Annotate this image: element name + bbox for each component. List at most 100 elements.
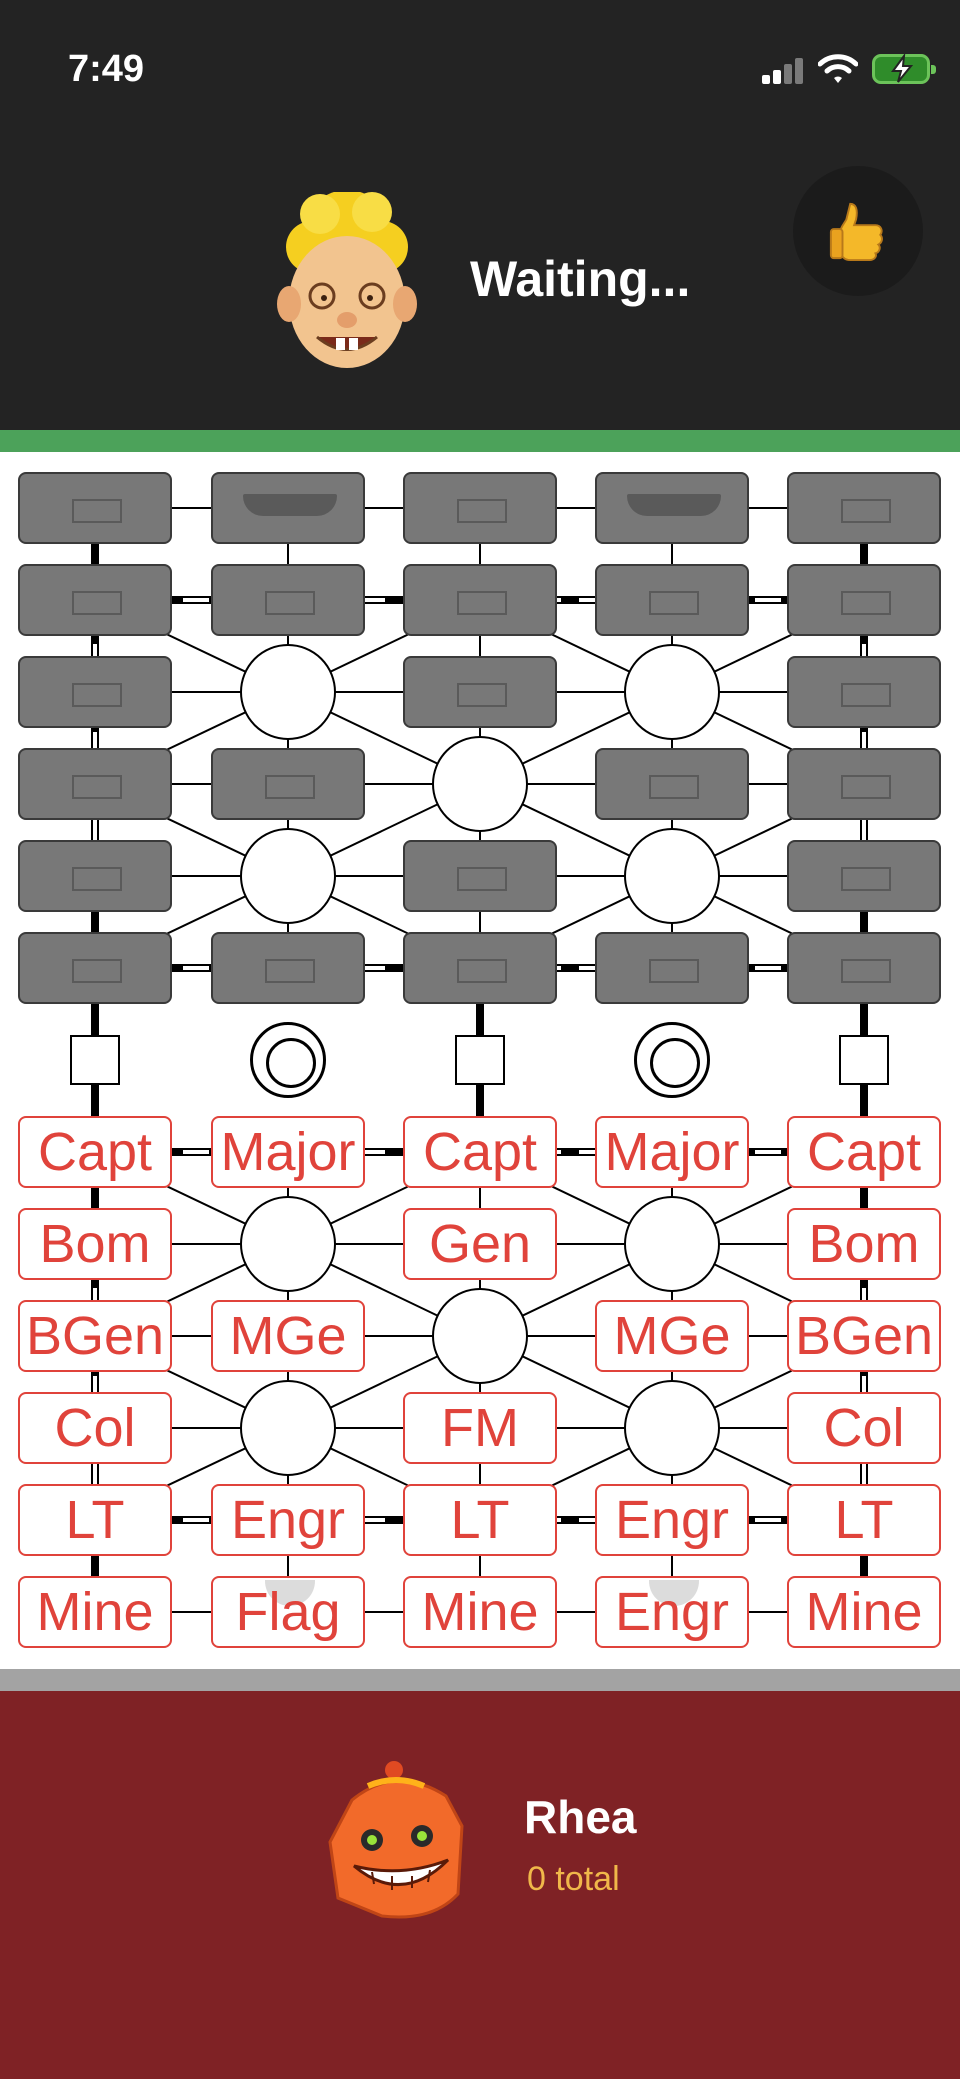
player-piece-rank: Mine (36, 1582, 154, 1642)
enemy-hidden-piece (18, 840, 172, 912)
player-piece[interactable]: MGe (211, 1300, 365, 1372)
camp-cell[interactable] (240, 1196, 336, 1292)
player-piece[interactable]: Major (595, 1116, 749, 1188)
player-piece-rank: Major (604, 1122, 740, 1182)
railway-station-cell (70, 1035, 120, 1085)
player-piece-rank: Col (54, 1398, 136, 1458)
player-piece[interactable]: Major (211, 1116, 365, 1188)
player-piece[interactable]: Gen (403, 1208, 557, 1280)
player-piece-rank: MGe (613, 1306, 731, 1366)
opponent-avatar (277, 192, 417, 368)
player-piece-rank: Col (823, 1398, 905, 1458)
thumbs-up-reaction-button[interactable] (793, 166, 923, 296)
enemy-hidden-piece (787, 564, 941, 636)
battery-charging-icon (872, 54, 936, 84)
camp-cell[interactable] (240, 644, 336, 740)
player-piece-rank: Mine (805, 1582, 923, 1642)
player-piece-rank: Flag (235, 1582, 341, 1642)
player-piece-rank: Gen (428, 1214, 532, 1274)
enemy-hidden-piece-headquarters (595, 472, 749, 544)
enemy-hidden-piece (787, 932, 941, 1004)
opponent-status-text: Waiting... (470, 251, 691, 307)
player-piece-rank: Bom (808, 1214, 920, 1274)
player-piece-rank: LT (65, 1490, 125, 1550)
player-piece[interactable]: LT (18, 1484, 172, 1556)
wifi-icon (818, 54, 858, 83)
player-turn-strip (0, 1669, 960, 1691)
player-piece[interactable]: Bom (787, 1208, 941, 1280)
mountain-cell (634, 1022, 710, 1098)
player-piece[interactable]: BGen (18, 1300, 172, 1372)
player-piece[interactable]: LT (403, 1484, 557, 1556)
player-piece-rank: Capt (422, 1122, 538, 1182)
camp-cell[interactable] (624, 828, 720, 924)
enemy-hidden-piece-headquarters (211, 472, 365, 544)
enemy-hidden-piece (787, 472, 941, 544)
player-piece[interactable]: Capt (18, 1116, 172, 1188)
enemy-hidden-piece (403, 932, 557, 1004)
enemy-hidden-piece (211, 564, 365, 636)
enemy-hidden-piece (18, 564, 172, 636)
player-piece-rank: Capt (806, 1122, 922, 1182)
enemy-hidden-piece (595, 932, 749, 1004)
player-piece[interactable]: Flag (211, 1576, 365, 1648)
enemy-hidden-piece (403, 472, 557, 544)
enemy-hidden-piece (403, 656, 557, 728)
cellular-signal-icon (762, 58, 804, 84)
camp-cell[interactable] (240, 828, 336, 924)
player-piece[interactable]: Mine (403, 1576, 557, 1648)
thumbs-up-icon (829, 202, 883, 262)
railway-station-cell (839, 1035, 889, 1085)
player-piece-rank: Engr (614, 1490, 730, 1550)
player-piece-rank: Engr (230, 1490, 346, 1550)
player-piece[interactable]: Bom (18, 1208, 172, 1280)
status-bar-time: 7:49 (68, 48, 145, 90)
player-piece[interactable]: Engr (595, 1576, 749, 1648)
top-bar: 7:49 Waiting... (0, 0, 960, 430)
player-piece[interactable]: MGe (595, 1300, 749, 1372)
player-name: Rhea (524, 1791, 637, 1843)
player-piece-rank: Bom (39, 1214, 151, 1274)
player-piece[interactable]: Engr (211, 1484, 365, 1556)
enemy-hidden-piece (18, 656, 172, 728)
player-piece-rank: Capt (37, 1122, 153, 1182)
enemy-hidden-piece (211, 748, 365, 820)
enemy-hidden-piece (403, 564, 557, 636)
player-piece[interactable]: Capt (787, 1116, 941, 1188)
mountain-cell (250, 1022, 326, 1098)
player-piece-rank: LT (450, 1490, 510, 1550)
enemy-hidden-piece (211, 932, 365, 1004)
camp-cell[interactable] (624, 644, 720, 740)
player-piece[interactable]: LT (787, 1484, 941, 1556)
camp-cell[interactable] (624, 1380, 720, 1476)
player-avatar (328, 1761, 464, 1919)
player-piece-rank: FM (441, 1398, 519, 1458)
enemy-hidden-piece (787, 748, 941, 820)
camp-cell[interactable] (432, 1288, 528, 1384)
player-piece[interactable]: Mine (18, 1576, 172, 1648)
player-piece[interactable]: Mine (787, 1576, 941, 1648)
player-piece[interactable]: Col (787, 1392, 941, 1464)
player-piece[interactable]: BGen (787, 1300, 941, 1372)
enemy-hidden-piece (18, 932, 172, 1004)
player-piece[interactable]: Capt (403, 1116, 557, 1188)
player-piece[interactable]: FM (403, 1392, 557, 1464)
camp-cell[interactable] (624, 1196, 720, 1292)
player-piece[interactable]: Col (18, 1392, 172, 1464)
enemy-hidden-piece (403, 840, 557, 912)
bottom-bar (0, 1691, 960, 2079)
enemy-hidden-piece (595, 564, 749, 636)
camp-cell[interactable] (432, 736, 528, 832)
enemy-hidden-piece (18, 472, 172, 544)
railway-station-cell (455, 1035, 505, 1085)
enemy-hidden-piece (787, 840, 941, 912)
player-piece-rank: Engr (614, 1582, 730, 1642)
player-score: 0 total (527, 1860, 620, 1898)
player-piece[interactable]: Engr (595, 1484, 749, 1556)
player-piece-rank: BGen (25, 1306, 165, 1366)
player-piece-rank: MGe (229, 1306, 347, 1366)
player-piece-rank: LT (834, 1490, 894, 1550)
opponent-turn-strip (0, 430, 960, 452)
camp-cell[interactable] (240, 1380, 336, 1476)
